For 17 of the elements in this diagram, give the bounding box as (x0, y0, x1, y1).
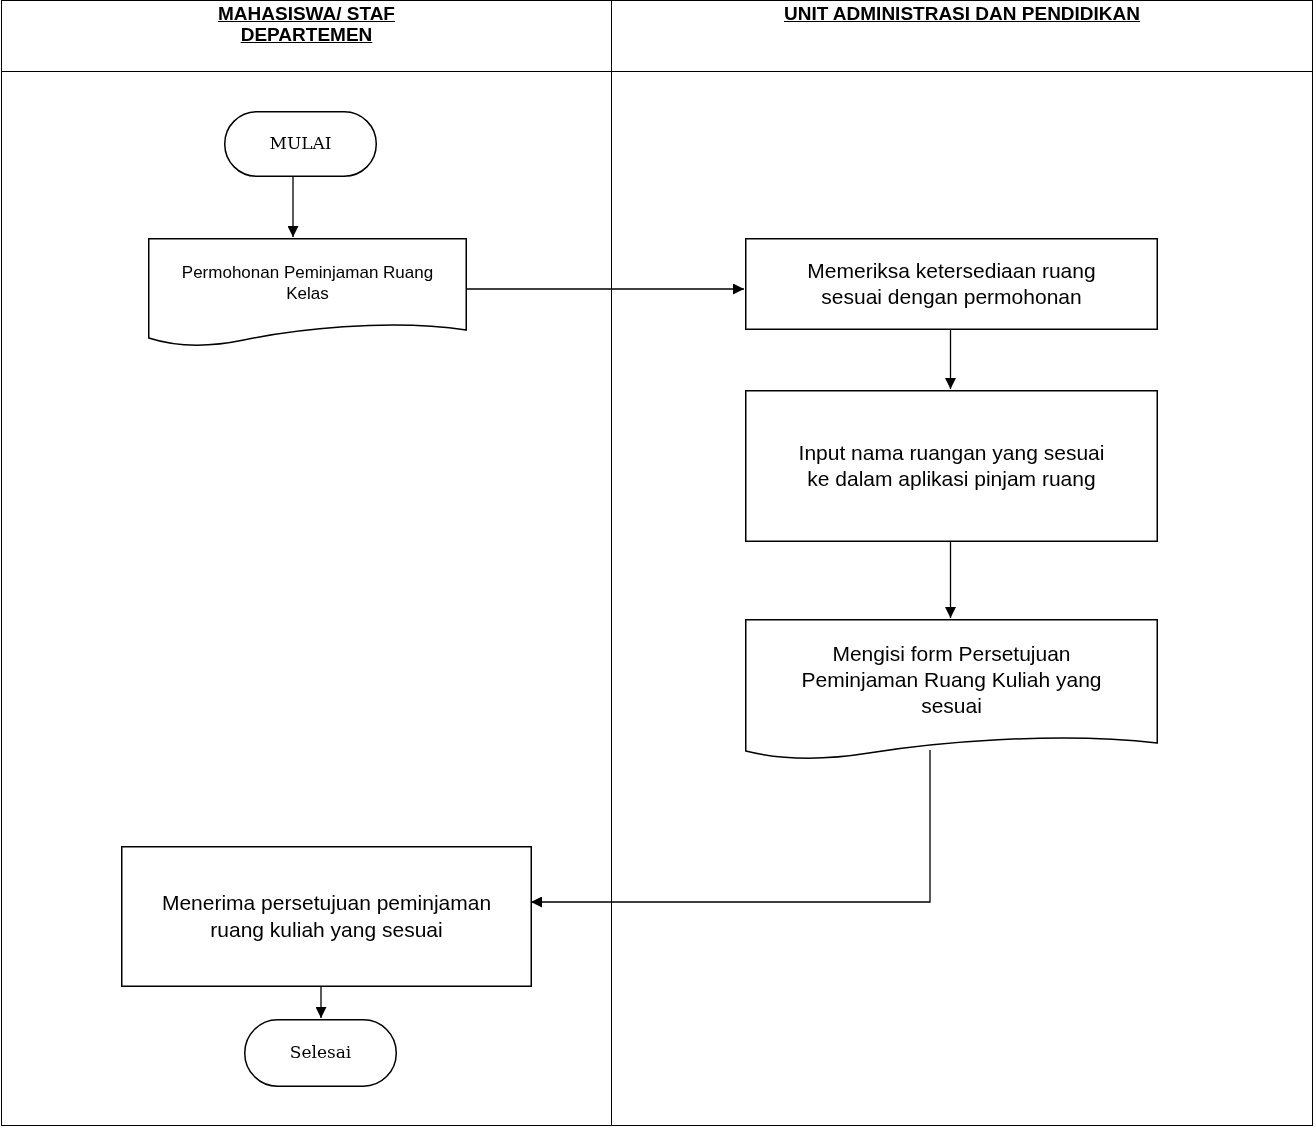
step-text: Permohonan Peminjaman Ruang Kelas (180, 261, 435, 305)
arrow (945, 540, 956, 619)
lane-heading: MAHASISWA/ STAF DEPARTEMEN (217, 2, 396, 47)
terminator-label: Selesai (289, 1042, 352, 1064)
swimlane (1, 0, 612, 1126)
arrow (315, 985, 327, 1019)
arrow (287, 175, 299, 238)
terminator-label: MULAI (269, 133, 332, 155)
lane-heading: UNIT ADMINISTRASI DAN PENDIDIKAN (783, 2, 1141, 26)
swimlane (611, 0, 1313, 1126)
arrow (945, 328, 956, 390)
step-text: Memeriksa ketersediaan ruang sesuai dengan permohonan (806, 257, 1097, 310)
arrow (530, 749, 931, 908)
arrow (465, 283, 745, 295)
step-text: Input nama ruangan yang sesuai ke dalam aplikasi pinjam ruang (797, 439, 1106, 492)
step-text: Menerima persetujuan peminjaman ruang kuliah yang sesuai (160, 890, 493, 943)
step-text: Mengisi form Persetujuan Peminjaman Ruang Kuliah yang sesuai (800, 640, 1103, 720)
